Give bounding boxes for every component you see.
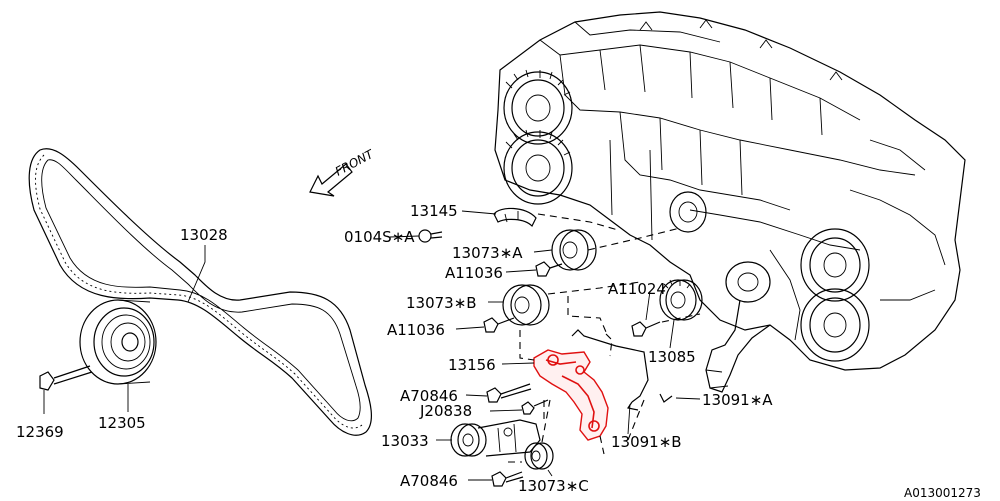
figure-code: A013001273: [904, 486, 981, 500]
label-a70846-1: A70846: [400, 387, 458, 405]
label-13033: 13033: [381, 432, 429, 450]
label-a11024: A11024: [608, 280, 666, 298]
tensioner-bracket-13156: [533, 349, 609, 441]
label-a11036-1: A11036: [445, 264, 503, 282]
crank-pulley: [79, 299, 157, 385]
cam-sprocket-right-lower: [800, 288, 870, 362]
idler-13073b: [502, 284, 550, 326]
cam-sprocket-right-upper: [800, 228, 870, 302]
crank-sprocket: [669, 191, 707, 233]
bolt-a11036-1: [535, 261, 563, 277]
label-12369: 12369: [16, 423, 64, 441]
bolt-a11036-2: [483, 317, 515, 333]
label-13073-c: 13073∗C: [518, 477, 589, 495]
label-13073-b: 13073∗B: [406, 294, 477, 312]
leader-lines: [43, 210, 701, 481]
engine-block: [494, 11, 966, 393]
front-direction-indicator: FRONT: [309, 146, 377, 197]
label-j20838: J20838: [419, 402, 472, 420]
label-13091-a: 13091∗A: [702, 391, 773, 409]
label-12305: 12305: [98, 414, 146, 432]
cam-sprocket-lower: [503, 129, 573, 205]
label-13073-a: 13073∗A: [452, 244, 523, 262]
bolt-a70846-1: [486, 383, 532, 403]
bolt-a70846-2: [491, 471, 524, 487]
bolt-0104s: [418, 229, 443, 243]
label-13145: 13145: [410, 202, 458, 220]
alignment-lines: [508, 213, 701, 463]
front-label: FRONT: [333, 146, 377, 178]
label-a11036-2: A11036: [387, 321, 445, 339]
idler-13085: [659, 279, 703, 321]
water-pump: [705, 261, 771, 393]
pin-j20838: [521, 399, 549, 415]
label-13156: 13156: [448, 356, 496, 374]
label-13091-b: 13091∗B: [611, 433, 682, 451]
bolt-a11024: [631, 321, 661, 337]
cam-sprocket-upper: [503, 69, 573, 145]
timing-belt: [28, 148, 372, 436]
idler-13073c: [524, 442, 554, 470]
label-0104s-a: 0104S∗A: [344, 228, 415, 246]
belt-guide-13091: [571, 329, 673, 411]
crank-bolt: [39, 365, 93, 391]
label-a70846-2: A70846: [400, 472, 458, 490]
belt-cover-bracket-13145: [493, 207, 537, 228]
tensioner-13033: [450, 419, 541, 457]
part-labels: 13028 12305 12369 13145 0104S∗A 13073∗A …: [16, 202, 773, 495]
label-13085: 13085: [648, 348, 696, 366]
label-13028: 13028: [180, 226, 228, 244]
